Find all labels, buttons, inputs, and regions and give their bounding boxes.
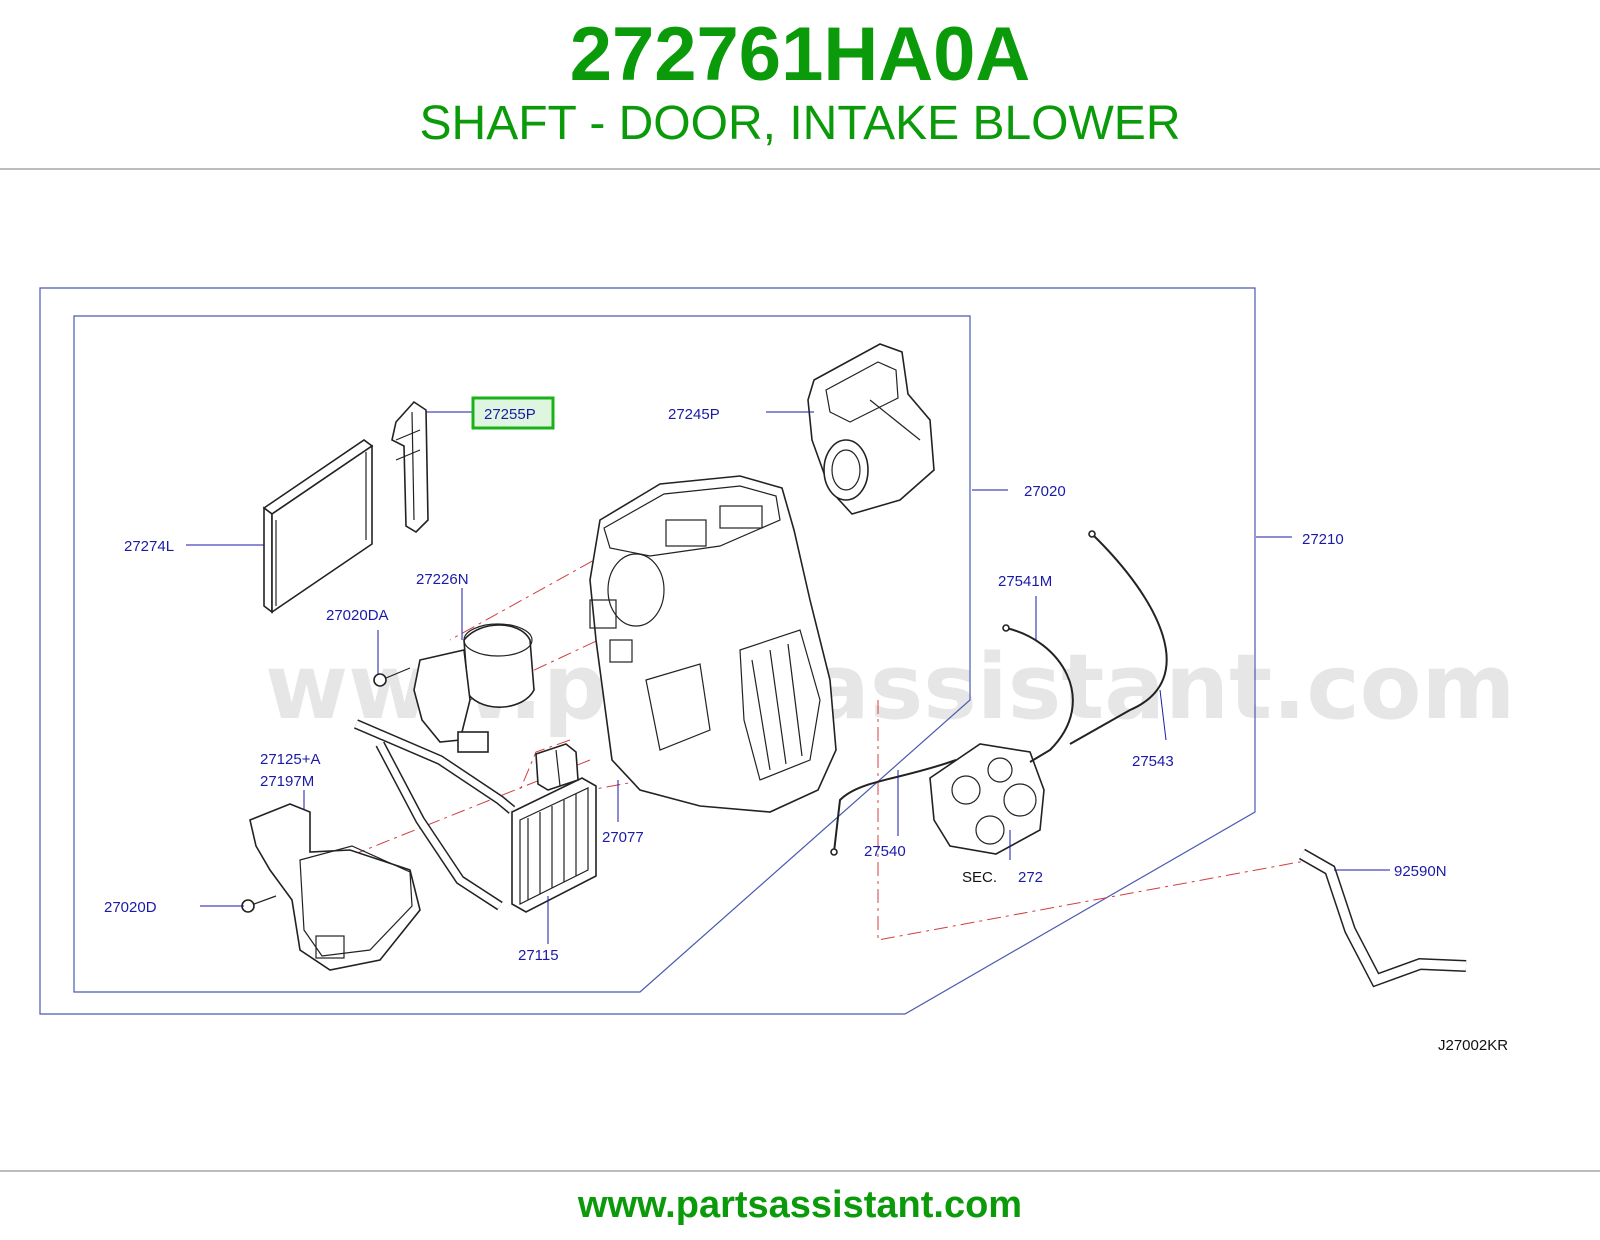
label-27020da[interactable]: 27020DA: [326, 607, 389, 624]
label-sec-prefix: SEC.: [962, 869, 997, 886]
label-27226n[interactable]: 27226N: [416, 571, 469, 588]
outer-frame: [39, 287, 1256, 1015]
label-27540[interactable]: 27540: [864, 843, 906, 860]
control-panel-part[interactable]: [929, 743, 1045, 855]
label-27020[interactable]: 27020: [1024, 483, 1066, 500]
label-27020d[interactable]: 27020D: [104, 899, 157, 916]
header-divider: [0, 168, 1600, 170]
duct-cover-part[interactable]: [249, 803, 421, 971]
label-92590n[interactable]: 92590N: [1394, 863, 1447, 880]
control-cable-27541m[interactable]: [1002, 624, 1074, 763]
label-27255p[interactable]: 27255P: [484, 406, 536, 423]
reference-code: J27002KR: [1438, 1037, 1508, 1054]
blower-motor-part[interactable]: [413, 623, 535, 753]
heater-core-part[interactable]: [354, 719, 597, 913]
cabin-filter-part[interactable]: [262, 439, 374, 614]
leader-lines: [186, 411, 1390, 944]
label-27543[interactable]: 27543: [1132, 753, 1174, 770]
intake-unit-part[interactable]: [807, 343, 935, 515]
heater-unit-assembly-part[interactable]: [589, 475, 837, 813]
screw-part-27020da[interactable]: [373, 667, 411, 687]
label-27210[interactable]: 27210: [1302, 531, 1344, 548]
label-27197m[interactable]: 27197M: [260, 773, 314, 790]
screw-part-27020d[interactable]: [241, 895, 277, 913]
part-name-subtitle: SHAFT - DOOR, INTAKE BLOWER: [419, 97, 1181, 150]
label-27125a[interactable]: 27125+A: [260, 751, 320, 768]
intake-door-shaft-part[interactable]: [391, 400, 429, 534]
control-cable-27540[interactable]: [830, 759, 957, 856]
actuator-part[interactable]: [535, 743, 579, 791]
label-27541m[interactable]: 27541M: [998, 573, 1052, 590]
drain-hose-part[interactable]: [1299, 848, 1467, 988]
label-27245p[interactable]: 27245P: [668, 406, 720, 423]
label-27077[interactable]: 27077: [602, 829, 644, 846]
label-27115[interactable]: 27115: [518, 947, 559, 964]
label-sec-272[interactable]: 272: [1018, 869, 1043, 886]
label-27274l[interactable]: 27274L: [124, 538, 174, 555]
part-number-title: 272761HA0A: [569, 12, 1031, 97]
header: 272761HA0A SHAFT - DOOR, INTAKE BLOWER: [0, 0, 1600, 170]
control-cable-27543[interactable]: [1069, 530, 1168, 745]
footer-website-link[interactable]: www.partsassistant.com: [577, 1184, 1023, 1226]
highlighted-part-box[interactable]: [471, 396, 555, 430]
inner-frame: [73, 315, 971, 993]
footer-divider: [0, 1170, 1600, 1172]
